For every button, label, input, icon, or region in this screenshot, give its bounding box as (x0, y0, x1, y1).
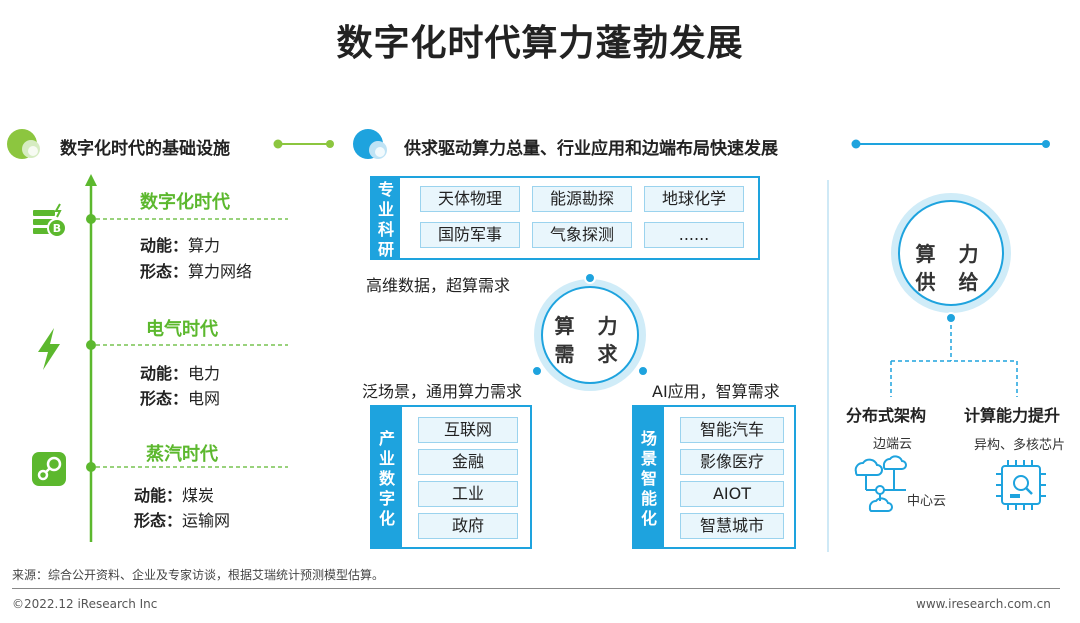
era-steam-power: 动能：煤炭 (134, 486, 215, 505)
research-cell: 能源勘探 (532, 186, 632, 212)
demand-circle (531, 272, 649, 391)
blue-circle-icon (353, 129, 387, 159)
research-cell: 气象探测 (532, 222, 632, 248)
website-link[interactable]: www.iresearch.com.cn (916, 597, 1051, 611)
era-title-digital: 数字化时代 (140, 192, 230, 213)
edge-cloud-label: 边端云 (873, 437, 913, 452)
demand-circle-line2: 需 求 (554, 342, 626, 366)
right-heading-connector (851, 139, 1050, 149)
research-label: 专业科研 (377, 180, 394, 259)
supply-connectors (890, 325, 1018, 397)
center-cloud-label: 中心云 (907, 494, 947, 509)
cloud-network-icon (854, 455, 907, 512)
research-label-bar (372, 178, 400, 258)
industry-cell: 互联网 (418, 417, 518, 443)
left-heading-connector (273, 139, 334, 149)
industry-label-bar (372, 407, 402, 547)
svg-text:B: B (53, 222, 61, 235)
industry-cell: 政府 (418, 513, 518, 539)
steam-icon (32, 452, 66, 486)
era-electric-power: 动能：电力 (140, 364, 221, 383)
supply-circle-line1: 算 力 (915, 242, 987, 266)
scene-cell: 影像医疗 (680, 449, 784, 475)
chip-icon (996, 460, 1046, 510)
era-digital-form: 形态：算力网络 (140, 262, 253, 281)
scene-cell: 智能汽车 (680, 417, 784, 443)
industry-panel: 产业数字化 互联网 金融 工业 政府 (370, 405, 532, 549)
research-panel: 专业科研 天体物理 能源勘探 地球化学 国防军事 气象探测 ...... (370, 176, 760, 260)
supply-circle-line2: 供 给 (915, 270, 987, 294)
era-title-electric: 电气时代 (146, 319, 218, 340)
demand-circle-line1: 算 力 (554, 314, 626, 338)
industry-cell: 工业 (418, 481, 518, 507)
section-divider (827, 180, 829, 552)
caption-ai-demand: AI应用，智算需求 (652, 382, 780, 401)
industry-label: 产业数字化 (378, 429, 395, 528)
bitcoin-server-icon: B (33, 203, 67, 238)
scene-label-bar (634, 407, 664, 547)
lightning-icon (38, 328, 60, 370)
scene-cell: AIOT (680, 481, 784, 507)
supply-compute-title: 计算能力提升 (964, 406, 1061, 425)
left-heading: 数字化时代的基础设施 (60, 139, 230, 159)
source-note: 来源：综合公开资料、企业及专家访谈，根据艾瑞统计预测模型估算。 (12, 568, 385, 582)
research-cell: 地球化学 (644, 186, 744, 212)
supply-circle (891, 193, 1011, 324)
caption-hpc-demand: 高维数据，超算需求 (366, 276, 511, 295)
era-title-steam: 蒸汽时代 (146, 444, 218, 465)
page-title: 数字化时代算力蓬勃发展 (336, 23, 744, 64)
scene-cell: 智慧城市 (680, 513, 784, 539)
research-cell: ...... (644, 222, 744, 248)
scene-label: 场景智能化 (640, 429, 657, 528)
era-digital-power: 动能：算力 (140, 236, 221, 255)
scene-panel: 场景智能化 智能汽车 影像医疗 AIOT 智慧城市 (632, 405, 796, 549)
era-timeline (85, 174, 288, 542)
research-cell: 天体物理 (420, 186, 520, 212)
era-electric-form: 形态：电网 (140, 389, 221, 408)
industry-cell: 金融 (418, 449, 518, 475)
research-cell: 国防军事 (420, 222, 520, 248)
era-steam-form: 形态：运输网 (134, 511, 231, 530)
footer-rule (12, 588, 1060, 589)
right-heading: 供求驱动算力总量、行业应用和边端布局快速发展 (404, 139, 778, 159)
copyright: ©2022.12 iResearch Inc (12, 597, 158, 611)
caption-general-demand: 泛场景，通用算力需求 (362, 382, 523, 401)
green-circle-icon (7, 129, 40, 159)
chip-label: 异构、多核芯片 (974, 438, 1066, 453)
supply-distributed-title: 分布式架构 (846, 406, 927, 425)
